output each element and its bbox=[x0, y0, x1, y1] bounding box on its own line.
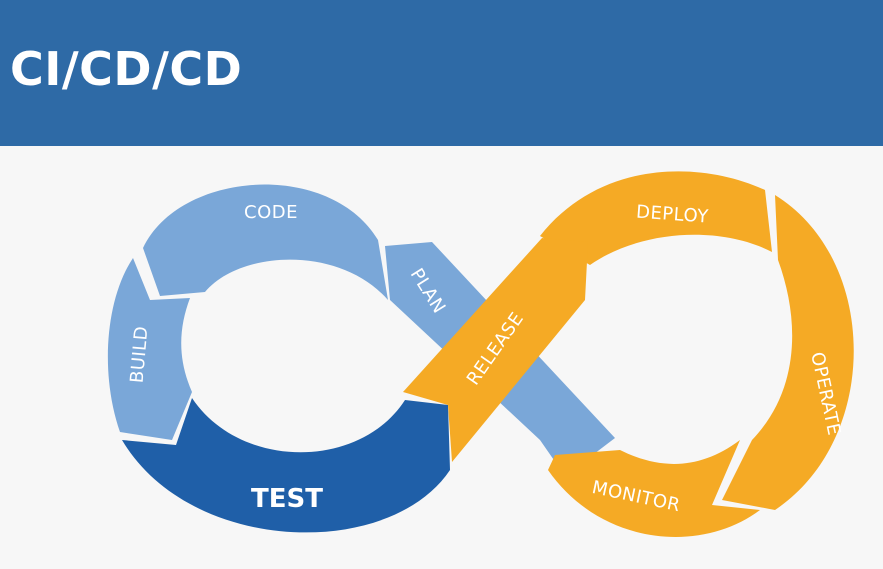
build-segment bbox=[107, 258, 192, 440]
operate-segment bbox=[722, 195, 854, 510]
test-segment bbox=[122, 398, 450, 533]
devops-infinity-diagram: CODE PLAN BUILD TEST RELEASE DEPLOY OPER… bbox=[107, 171, 854, 537]
stage-label-deploy: DEPLOY bbox=[635, 202, 709, 228]
page-title: CI/CD/CD bbox=[10, 42, 243, 96]
monitor-segment bbox=[548, 440, 760, 537]
deploy-segment bbox=[540, 171, 772, 265]
header-bar: CI/CD/CD bbox=[0, 0, 883, 146]
stage-label-code: CODE bbox=[244, 202, 298, 223]
stage-label-build: BUILD bbox=[127, 325, 153, 384]
release-segment bbox=[403, 238, 588, 462]
code-segment bbox=[143, 184, 388, 300]
stage-label-test: TEST bbox=[251, 484, 323, 514]
